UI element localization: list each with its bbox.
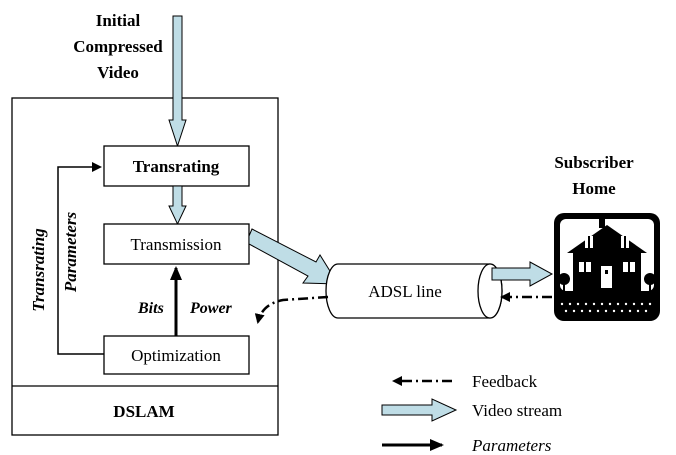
legend-video-label: Video stream — [472, 401, 562, 420]
subscriber-home-label: Subscriber Home — [554, 153, 634, 198]
svg-text:Compressed: Compressed — [73, 37, 163, 56]
dslam-box — [11, 97, 279, 436]
adsl-to-home-arrow — [491, 261, 554, 287]
legend-parameters: Parameters — [382, 436, 552, 455]
legend-feedback-label: Feedback — [472, 372, 538, 391]
adsl-label: ADSL line — [368, 282, 442, 301]
transrating-to-transmission-arrow — [168, 185, 187, 226]
legend-feedback: Feedback — [392, 372, 538, 391]
house-icon — [554, 213, 660, 321]
svg-text:Parameters: Parameters — [61, 211, 80, 293]
svg-text:Initial: Initial — [96, 11, 141, 30]
power-label: Power — [189, 300, 233, 317]
svg-text:Video: Video — [97, 63, 139, 82]
adsl-feedback-arrow — [254, 295, 329, 324]
input-video-arrow — [168, 15, 187, 148]
transrating-parameters-loop — [57, 162, 104, 355]
adsl-line: ADSL line — [325, 263, 503, 319]
transrating-label: Transrating — [133, 157, 220, 176]
legend: Feedback Video stream Parameters — [381, 372, 562, 455]
optimization-block — [103, 335, 250, 375]
svg-text:Subscriber: Subscriber — [554, 153, 634, 172]
transrating-parameters-label: Transrating Parameters — [29, 211, 80, 311]
input-video-label: Initial Compressed Video — [73, 11, 163, 82]
dslam-label: DSLAM — [113, 402, 174, 421]
svg-text:Transrating: Transrating — [29, 228, 48, 312]
transmission-label: Transmission — [130, 235, 222, 254]
legend-parameters-label: Parameters — [471, 436, 552, 455]
transrating-block — [103, 145, 250, 187]
bits-label: Bits — [137, 300, 164, 317]
transmission-to-adsl-arrow — [248, 228, 339, 285]
legend-video-stream: Video stream — [381, 398, 562, 422]
svg-text:Home: Home — [572, 179, 616, 198]
optimization-label: Optimization — [131, 346, 221, 365]
